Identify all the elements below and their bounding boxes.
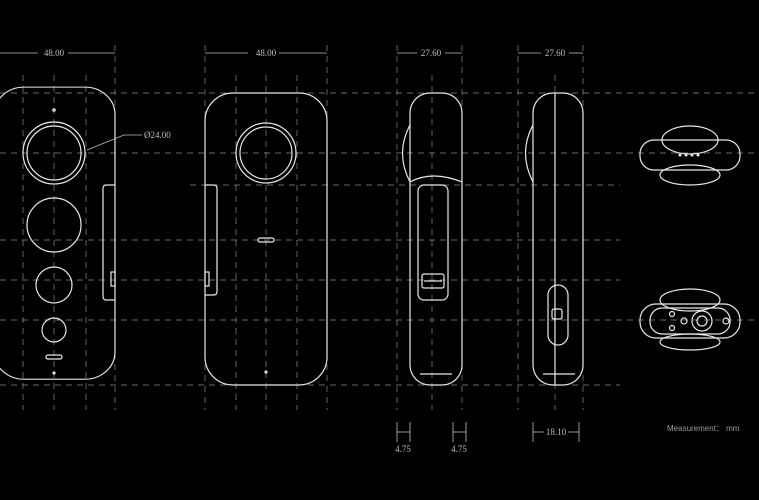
back-view bbox=[204, 92, 328, 386]
lens-diameter-label: Ø24.00 bbox=[144, 130, 171, 140]
side2-depth-label: 27.60 bbox=[545, 48, 566, 58]
front-view bbox=[0, 86, 142, 380]
top-view bbox=[639, 125, 741, 186]
back-width-label: 48.00 bbox=[256, 48, 277, 58]
side1-depth-label: 27.60 bbox=[421, 48, 442, 58]
construction-lines bbox=[0, 45, 759, 410]
bulge-left-label: 4.75 bbox=[395, 444, 411, 454]
bottom-view bbox=[639, 288, 741, 351]
bulge-right-label: 4.75 bbox=[451, 444, 467, 454]
dimension-lines bbox=[0, 52, 583, 442]
side-view-2 bbox=[524, 92, 584, 386]
measurement-unit-note: Measurement： mm bbox=[667, 424, 740, 433]
front-width-label: 48.00 bbox=[44, 48, 65, 58]
dimension-labels: 48.00 48.00 27.60 27.60 Ø24.00 4.75 4.75… bbox=[44, 48, 740, 454]
side2-body-label: 18.10 bbox=[546, 427, 567, 437]
side-view-1 bbox=[401, 92, 463, 386]
